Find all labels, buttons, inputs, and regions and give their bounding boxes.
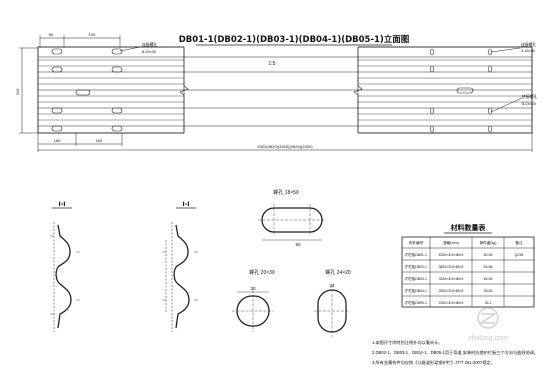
slot-18x50-label: 螺孔 18×50 xyxy=(273,189,299,196)
table-cell: 护栏板DB04-1 xyxy=(405,288,427,293)
callout-top-left: 连接螺孔 8-20×30 xyxy=(119,42,162,54)
callout-bottom-right-label: 拼接螺孔 xyxy=(522,94,537,99)
table-cell: 护栏板DB02-1 xyxy=(405,264,427,269)
top-dim-100: 100 xyxy=(89,32,96,37)
callout-top-left-label: 连接螺孔 xyxy=(142,42,157,47)
table-cell: 2820×310×85×4 xyxy=(439,289,464,293)
callout-top-left-spec: 8-20×30 xyxy=(142,50,156,54)
slot-detail-20x30: 螺孔 20×30 30 xyxy=(232,269,275,332)
callout-bottom-right: 拼接螺孔 8-24×20 xyxy=(490,94,537,113)
right-end-holes xyxy=(429,48,493,133)
watermark: zhulong.com xyxy=(468,307,508,342)
section-2-label: I-I xyxy=(183,201,190,208)
note-3: 3.所有金属构件均应按《公路波形梁钢护栏》JT/T 281-2007规定。 xyxy=(372,359,495,366)
table-cell: 护栏板DB05-1 xyxy=(405,300,427,305)
callout-top-right-label: 连接螺孔 xyxy=(521,42,536,47)
bottom-dim-1: 160 xyxy=(54,138,61,143)
slot-detail-18x50: 螺孔 18×50 50 xyxy=(258,189,326,247)
section-1-label: I-I xyxy=(59,201,66,208)
table-cell: 53.56 xyxy=(484,265,493,269)
table-cell: 60.55 xyxy=(484,253,493,257)
table-cell: 35.2 xyxy=(485,301,492,305)
bottom-dim-2: 160 xyxy=(96,138,103,143)
callout-top-right-spec: 3-18×50 xyxy=(521,49,535,53)
slot-20x30-label: 螺孔 20×30 xyxy=(249,269,275,276)
guardrail-plate-elevation xyxy=(37,46,533,134)
watermark-logo-icon xyxy=(477,307,499,329)
callout-top-right: 连接螺孔 3-18×50 xyxy=(490,42,536,53)
material-table-title: 材料数量表 xyxy=(450,223,487,232)
callout-bottom-right-spec: 8-24×20 xyxy=(522,102,536,106)
bottom-dimension: 160 160 4320(3820)(3320)(2820)(2320) xyxy=(37,133,533,152)
slot-detail-24x20: 螺孔 24×20 24 xyxy=(314,269,351,337)
table-cell: 39.55 xyxy=(484,289,493,293)
top-dimension: 50 100 xyxy=(39,32,121,47)
material-table: 材料数量表 构件编号 规格(mm) 单件重(kg) 备注 护栏板DB01-1 4… xyxy=(401,223,535,308)
scale-label: 1:5 xyxy=(269,61,276,67)
section-1: I-I xyxy=(50,201,80,332)
slot-18x50-dim: 50 xyxy=(295,242,301,247)
slot-24x20-label: 螺孔 24×20 xyxy=(325,269,351,276)
left-dim-height: 310 xyxy=(15,88,20,95)
table-header-4: 备注 xyxy=(515,240,523,245)
bottom-dim-total: 4320(3820)(3320)(2820)(2320) xyxy=(257,144,313,149)
table-cell: Q235 xyxy=(515,253,524,257)
notes: 1.本图尺寸除特别注明外均以毫米计。 2.DB02-1、DB03-1、DB04-… xyxy=(372,339,538,366)
table-cell: 2320×310×85×4 xyxy=(439,301,464,305)
slot-24x20-dim: 24 xyxy=(329,283,335,288)
table-cell: 4320×310×85×4 xyxy=(439,253,464,257)
left-dimension: 310 xyxy=(15,47,38,134)
note-1: 1.本图尺寸除特别注明外均以毫米计。 xyxy=(372,339,443,346)
top-dim-50: 50 xyxy=(49,32,54,37)
table-cell: 护栏板DB03-1 xyxy=(405,276,427,281)
table-cell: 护栏板DB01-1 xyxy=(405,252,427,257)
table-header-2: 规格(mm) xyxy=(443,240,459,245)
note-2: 2.DB02-1、DB03-1、DB04-1、DB05-1用于弯道,安装时应使护… xyxy=(372,349,538,356)
elevation-title: DB01-1(DB02-1)(DB03-1)(DB04-1)(DB05-1)立面… xyxy=(179,34,410,45)
table-cell: 3820×310×85×4 xyxy=(439,265,464,269)
table-cell: 46.55 xyxy=(484,277,493,281)
table-header-3: 单件重(kg) xyxy=(480,240,497,245)
watermark-text: zhulong.com xyxy=(468,335,508,342)
table-header-1: 构件编号 xyxy=(409,240,424,245)
section-2: I-I xyxy=(162,201,198,332)
slot-20x30-dim: 30 xyxy=(250,286,256,291)
left-slot-holes xyxy=(51,48,123,132)
table-cell: 3320×310×85×4 xyxy=(439,277,464,281)
